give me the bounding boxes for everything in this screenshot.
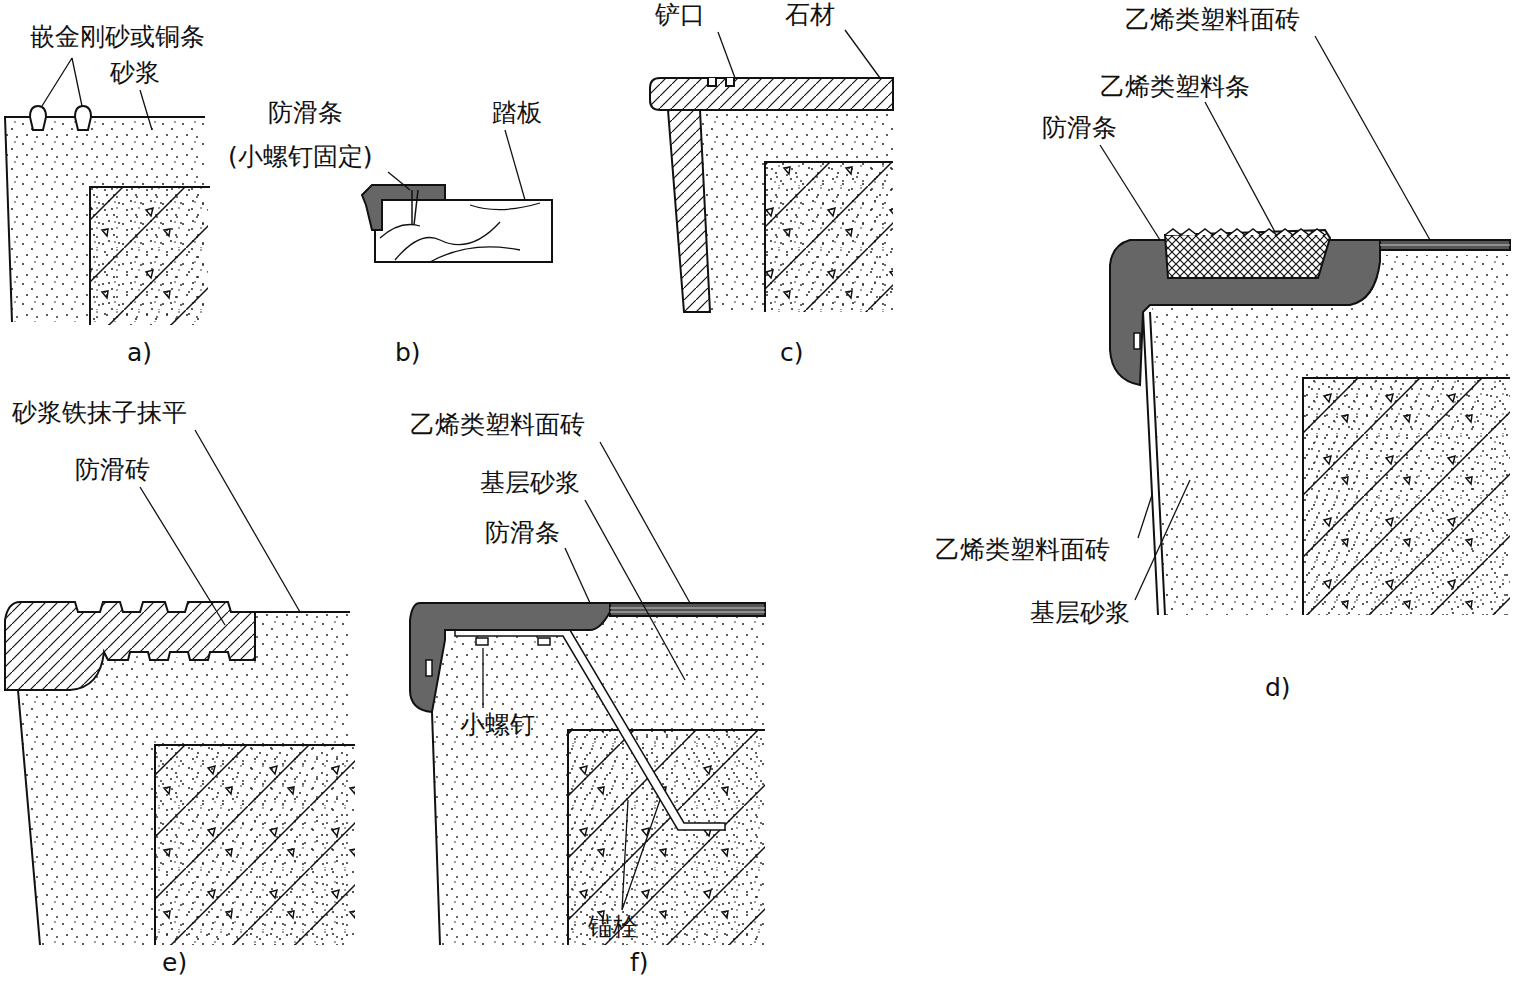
part-label: 嵌金刚砂或铜条	[30, 22, 205, 52]
part-label: 乙烯类塑料条	[1100, 72, 1250, 102]
part-label: 防滑条	[268, 98, 343, 128]
part-label: 基层砂浆	[480, 468, 580, 498]
part-label: 砂浆铁抹子抹平	[12, 398, 187, 428]
part-label: 基层砂浆	[1030, 598, 1130, 628]
part-label: 防滑砖	[75, 455, 150, 485]
part-label: 小螺钉	[460, 710, 535, 740]
part-label: 防滑条	[485, 518, 560, 548]
part-label: 乙烯类塑料面砖	[935, 535, 1110, 565]
part-label: 防滑条	[1042, 113, 1117, 143]
part-label: 乙烯类塑料面砖	[410, 410, 585, 440]
part-label: 铲口	[655, 0, 705, 30]
part-label: d)	[1265, 673, 1291, 703]
part-label: f)	[630, 948, 649, 978]
part-label: c)	[780, 338, 804, 368]
leader-lines	[42, 30, 1430, 910]
part-label: b)	[395, 338, 421, 368]
part-label: 石材	[785, 0, 835, 30]
part-label: 砂浆	[110, 58, 160, 88]
part-label: 锚栓	[588, 912, 638, 942]
part-label: 踏板	[492, 98, 542, 128]
part-label: e)	[162, 948, 187, 978]
part-label: (小螺钉固定)	[228, 142, 373, 172]
part-label: a)	[127, 338, 152, 368]
part-label: 乙烯类塑料面砖	[1125, 5, 1300, 35]
